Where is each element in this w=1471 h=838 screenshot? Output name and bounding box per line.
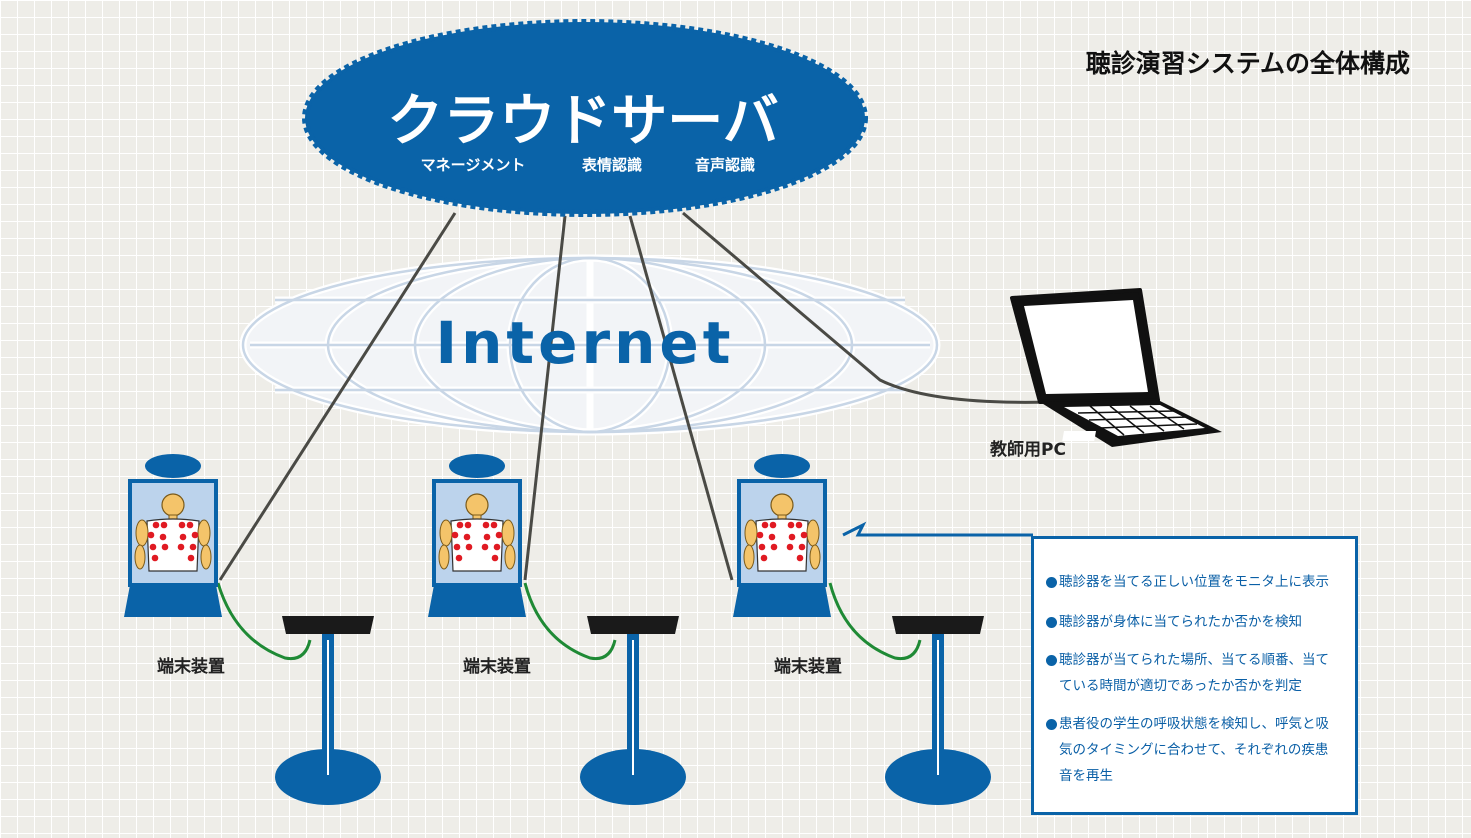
callout-pointer [842,521,1033,537]
link-cloud-terminal-3 [628,215,734,581]
link-cloud-terminal-2 [523,215,567,581]
link-cloud-teacher-pc [682,211,1051,404]
cloud-server-label: クラウドサーバ [387,89,778,154]
cloud-server: クラウドサーバ マネージメント 表情認識 音声認識 [302,19,868,217]
feature-item: 聴診器を当てる正しい位置をモニタ上に表示 [1046,569,1341,595]
bullet-dot-icon [1046,576,1057,588]
laptop-icon [1010,288,1222,447]
terminal-unit-1: 端末装置 [124,454,381,805]
feature-text: 聴診器を当てる正しい位置をモニタ上に表示 [1059,574,1329,590]
service-facial-recognition: 表情認識 [582,156,642,174]
network-connections [218,211,1051,581]
terminal-unit-2: 端末装置 [428,454,686,805]
feature-item: 聴診器が身体に当てられたか否かを検知 [1046,609,1341,635]
internet-label: Internet [436,309,735,377]
feature-text: 聴診器が身体に当てられたか否かを検知 [1059,614,1302,630]
feature-callout-box: 聴診器を当てる正しい位置をモニタ上に表示 聴診器が身体に当てられたか否かを検知 … [1031,536,1358,815]
teacher-pc: 教師用PC [989,288,1222,460]
feature-item: 患者役の学生の呼吸状態を検知し、呼気と吸気のタイミングに合わせて、それぞれの疾患… [1046,711,1341,789]
link-cloud-terminal-1 [218,212,457,581]
terminal-unit-3: 端末装置 [733,454,991,805]
feature-item: 聴診器が当てられた場所、当てる順番、当てている時間が適切であったか否かを判定 [1046,647,1341,699]
diagram-title: 聴診演習システムの全体構成 [1086,49,1410,78]
terminal-label-1: 端末装置 [157,656,225,677]
service-management: マネージメント [421,156,526,174]
feature-text: 聴診器が当てられた場所、当てる順番、当てている時間が適切であったか否かを判定 [1059,652,1329,694]
bullet-dot-icon [1046,654,1057,666]
internet-globe-outline [241,256,939,434]
bullet-dot-icon [1046,616,1057,628]
feature-text: 患者役の学生の呼吸状態を検知し、呼気と吸気のタイミングに合わせて、それぞれの疾患… [1059,716,1329,784]
bullet-dot-icon [1046,718,1057,730]
terminal-label-2: 端末装置 [463,656,531,677]
service-voice-recognition: 音声認識 [695,156,755,174]
terminal-label-3: 端末装置 [774,656,842,677]
teacher-pc-label: 教師用PC [989,439,1066,460]
